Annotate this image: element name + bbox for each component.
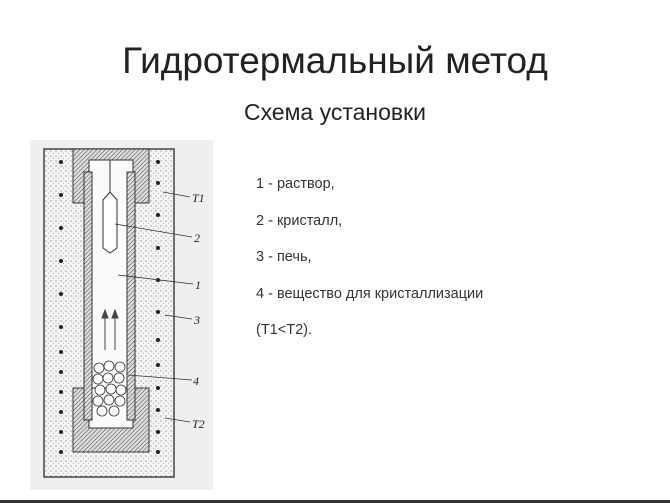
- crystal: [102, 191, 118, 254]
- legend: 1 - раствор, 2 - кристалл, 3 - печь, 4 -…: [256, 176, 483, 359]
- legend-item: 4 - вещество для кристаллизации: [256, 285, 484, 302]
- tube-wall-left: [83, 171, 93, 421]
- label-t2: T2: [192, 417, 205, 431]
- hydrothermal-apparatus-diagram: T1 2 1 3 4 T2: [30, 140, 213, 490]
- label-t1: T1: [192, 191, 205, 205]
- legend-item: 1 - раствор,: [256, 176, 335, 192]
- crystallization-material: [92, 360, 127, 417]
- legend-item: 3 - печь,: [256, 249, 312, 265]
- tube-wall-right: [126, 171, 136, 421]
- label-3: 3: [193, 313, 200, 327]
- slide-subtitle: Схема установки: [243, 99, 427, 125]
- legend-item: (T1<T2).: [256, 322, 312, 338]
- label-4: 4: [193, 374, 199, 388]
- label-1: 1: [195, 278, 201, 292]
- label-2: 2: [194, 231, 200, 245]
- legend-item: 2 - кристалл,: [256, 212, 343, 229]
- slide-title: Гидротермальный метод: [122, 40, 548, 81]
- bottom-border: [0, 500, 670, 503]
